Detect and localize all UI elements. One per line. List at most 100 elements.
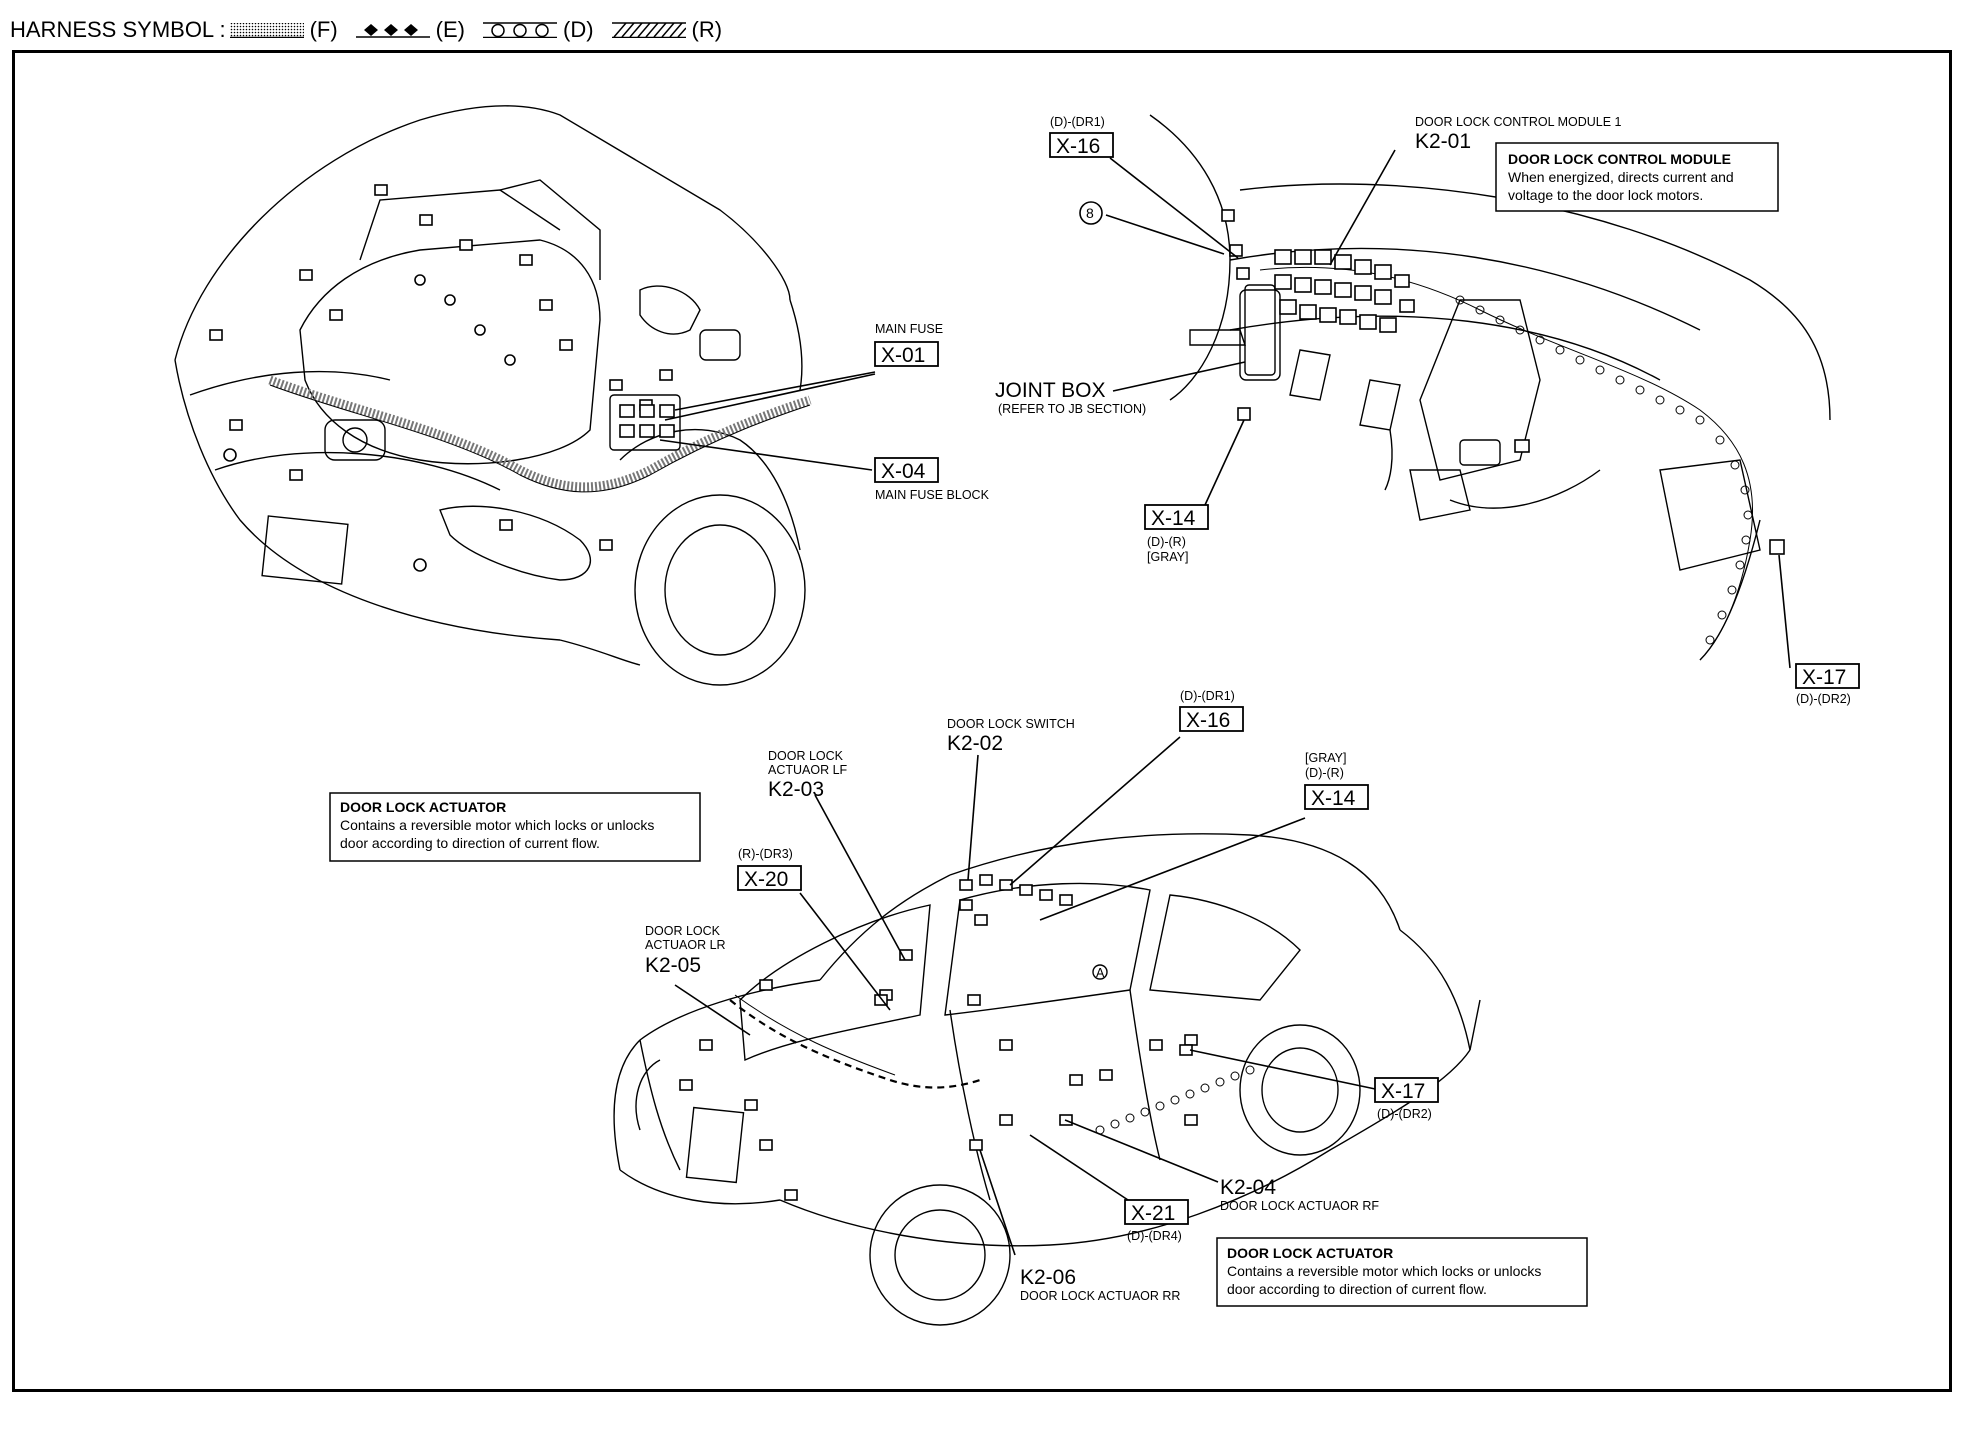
ground-a-icon [1092, 964, 1108, 980]
x16-bottom-leader [1009, 736, 1181, 886]
x14-top-sub1: (D)-(R) [1147, 535, 1186, 549]
x17-top-code-box [1795, 663, 1860, 689]
x21-sub: (D)-(DR4) [1127, 1229, 1182, 1243]
x01-code-box [874, 341, 939, 367]
dash-harness-circles [1455, 295, 1753, 645]
x16-top-leader [1109, 157, 1239, 259]
control-module-info-box: DOOR LOCK CONTROL MODULE When energized,… [1495, 142, 1779, 212]
joint-box-sub: (REFER TO JB SECTION) [998, 402, 1146, 416]
legend-item-f: (F) [226, 17, 338, 43]
x21-code: X-21 [1131, 1202, 1175, 1225]
k2-05-code: K2-05 [645, 954, 701, 977]
k2-01-leader [1329, 149, 1396, 266]
joint-box-leader [1112, 361, 1246, 392]
legend-item-e: (E) [352, 17, 465, 43]
x16-top-code-box [1049, 132, 1114, 158]
k2-02-code: K2-02 [947, 732, 1003, 755]
ground-8-icon [1079, 201, 1103, 225]
car-body-illustration [613, 833, 1481, 1326]
legend-item-r: (R) [608, 17, 723, 43]
x14-top-sub2: [GRAY] [1147, 550, 1188, 564]
dashboard-illustration [1149, 114, 1831, 661]
k2-01-code: K2-01 [1415, 130, 1471, 153]
x14-bottom-code-box [1304, 784, 1369, 810]
ground-8-mark: 8 [1086, 205, 1094, 221]
x14-connector [1237, 407, 1251, 421]
actuator-right-box-line1: Contains a reversible motor which locks … [1227, 1263, 1541, 1279]
k2-04-title: DOOR LOCK ACTUAOR RF [1220, 1199, 1379, 1213]
x17-top-sub: (D)-(DR2) [1796, 692, 1851, 706]
x14-bottom-leader [1039, 817, 1306, 921]
legend-title: HARNESS SYMBOL : [10, 17, 226, 42]
actuator-info-box-right: DOOR LOCK ACTUATOR Contains a reversible… [1216, 1237, 1588, 1307]
ground-8-leader [1105, 214, 1225, 255]
x01-code: X-01 [881, 344, 925, 367]
x17-connector [1769, 539, 1785, 555]
actuator-left-box-title: DOOR LOCK ACTUATOR [340, 799, 506, 815]
x04-code: X-04 [881, 460, 926, 483]
diagram-frame [12, 50, 1952, 1392]
control-module-box-line2: voltage to the door lock motors. [1508, 187, 1703, 203]
control-module-box-line1: When energized, directs current and [1508, 169, 1734, 185]
x14-top-code-box [1144, 504, 1209, 530]
x14-bottom-code: X-14 [1311, 787, 1356, 810]
actuator-right-box-title: DOOR LOCK ACTUATOR [1227, 1245, 1393, 1261]
x20-code-box [737, 865, 802, 891]
hatched-symbol-icon [611, 22, 686, 38]
main-fuse-block-leader [659, 439, 873, 471]
k2-05-title2: ACTUAOR LR [645, 938, 726, 952]
x17-bottom-sub: (D)-(DR2) [1377, 1107, 1432, 1121]
main-fuse-block-title: MAIN FUSE BLOCK [875, 488, 990, 502]
engine-connectors [209, 184, 673, 572]
legend-code-r: (R) [691, 17, 723, 42]
ground-a-mark: A [1096, 966, 1105, 980]
x17-top-code: X-17 [1802, 666, 1846, 689]
legend-code-e: (E) [435, 17, 465, 42]
x04-code-box [874, 457, 939, 483]
x16-bottom-sub: (D)-(DR1) [1180, 689, 1235, 703]
actuator-left-box-line1: Contains a reversible motor which locks … [340, 817, 654, 833]
legend-code-d: (D) [563, 17, 594, 42]
x14-bottom-sub2: (D)-(R) [1305, 766, 1344, 780]
control-module-cluster [1274, 249, 1415, 333]
legend-code-f: (F) [309, 17, 338, 42]
circles-symbol-icon [483, 22, 557, 38]
legend-item-d: (D) [479, 17, 594, 43]
dotted-fill-symbol-icon [229, 23, 304, 38]
diamonds-symbol-icon [355, 24, 430, 38]
x16-top-sub: (D)-(DR1) [1050, 115, 1105, 129]
k2-03-title2: ACTUAOR LF [768, 763, 848, 777]
actuator-right-box-line2: door according to direction of current f… [1227, 1281, 1487, 1297]
k2-05-title1: DOOR LOCK [645, 924, 721, 938]
k2-02-title: DOOR LOCK SWITCH [947, 717, 1075, 731]
k2-06-leader [979, 1149, 1016, 1256]
main-fuse-leader [674, 371, 876, 411]
actuator-info-box-left: DOOR LOCK ACTUATOR Contains a reversible… [329, 792, 701, 862]
k2-04-leader [1064, 1119, 1219, 1183]
x20-leader [799, 892, 891, 1011]
k2-06-title: DOOR LOCK ACTUAOR RR [1020, 1289, 1180, 1303]
k2-05-leader [674, 984, 751, 1036]
k2-06-code: K2-06 [1020, 1266, 1076, 1289]
k2-02-leader [967, 754, 979, 881]
x16-top-code: X-16 [1056, 135, 1100, 158]
harness-symbol-legend: HARNESS SYMBOL : (F) (E) [10, 10, 736, 50]
main-fuse-title: MAIN FUSE [875, 322, 943, 336]
x21-code-box [1124, 1199, 1189, 1225]
car-connectors [679, 874, 1198, 1201]
joint-box-title: JOINT BOX [995, 379, 1105, 402]
k2-03-title1: DOOR LOCK [768, 749, 844, 763]
k2-01-title: DOOR LOCK CONTROL MODULE 1 [1415, 115, 1622, 129]
k2-03-leader [814, 794, 906, 961]
x16-bottom-code-box [1179, 706, 1244, 732]
x17-bottom-leader [1189, 1049, 1381, 1091]
x16-bottom-code: X-16 [1186, 709, 1230, 732]
x14-top-code: X-14 [1151, 507, 1196, 530]
x14-bottom-sub1: [GRAY] [1305, 751, 1346, 765]
k2-03-code: K2-03 [768, 778, 824, 801]
k2-04-code: K2-04 [1220, 1176, 1276, 1199]
x20-sub: (R)-(DR3) [738, 847, 793, 861]
control-module-box-title: DOOR LOCK CONTROL MODULE [1508, 151, 1731, 167]
x21-leader [1029, 1134, 1129, 1201]
